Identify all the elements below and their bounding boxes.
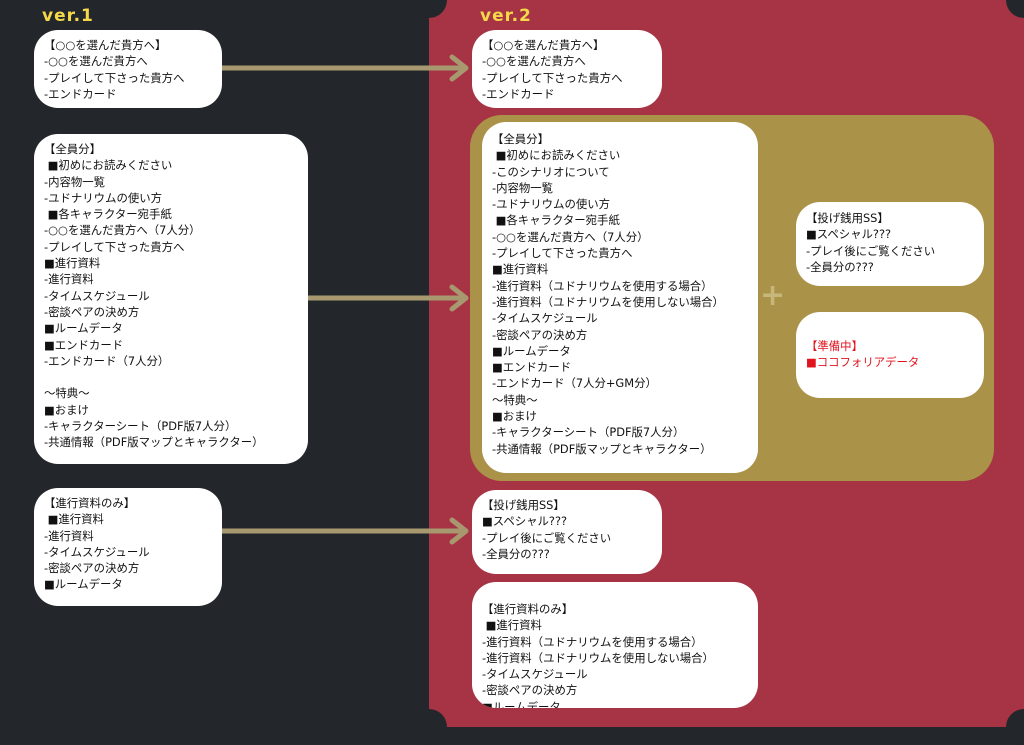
box-line: -キャラクターシート（PDF版7人分） [44, 419, 237, 434]
arrow-all-members [305, 284, 469, 312]
box-line: 【投げ銭用SS】 [482, 498, 565, 512]
ver1-all-members-box: 【全員分】 ■初めにお読みください-内容物一覧-ユドナリウムの使い方 ■各キャラ… [34, 134, 308, 464]
ver2-preparing-box: 【準備中】 ■ココフォリアデータ [796, 312, 984, 398]
box-line: -進行資料（ユドナリウムを使用しない場合） [492, 294, 724, 309]
box-line: -プレイして下さった貴方へ [492, 246, 633, 261]
panel-corner-notch [411, 0, 447, 18]
box-line: -プレイして下さった貴方へ [44, 70, 185, 85]
box-line: -タイムスケジュール [44, 288, 150, 303]
box-line: -○○を選んだ貴方へ [482, 54, 586, 69]
box-line: ■エンドカード [44, 337, 124, 352]
box-line: ■進行資料 [492, 262, 549, 277]
box-line: -進行資料（ユドナリウムを使用しない場合） [482, 650, 714, 665]
box-line [44, 369, 308, 385]
box-line: -プレイして下さった貴方へ [44, 239, 185, 254]
box-line: ■ルームデータ [44, 577, 123, 592]
box-line: -このシナリオについて [492, 164, 610, 179]
box-line: ■おまけ [492, 409, 537, 424]
ver2-progress-box: 【進行資料のみ】 ■進行資料-進行資料（ユドナリウムを使用する場合）-進行資料（… [472, 582, 758, 708]
box-line: ■スペシャル??? [482, 514, 568, 529]
ver2-title: ver.2 [480, 6, 532, 26]
box-line: -ユドナリウムの使い方 [44, 190, 163, 205]
box-line: -○○を選んだ貴方へ（7人分） [492, 229, 649, 244]
box-line: -内容物一覧 [44, 174, 106, 189]
box-line: 【○○を選んだ貴方へ】 [44, 38, 167, 52]
box-line: ■ルームデータ [44, 321, 123, 336]
box-line: -○○を選んだ貴方へ [44, 54, 148, 69]
box-line: -全員分の??? [806, 259, 874, 274]
box-line: -密談ペアの決め方 [482, 683, 578, 698]
box-line: -共通情報（PDF版マップとキャラクター） [44, 435, 264, 450]
arrow-progress [219, 517, 469, 545]
ver2-ss-side-box: 【投げ銭用SS】 ■スペシャル???-プレイ後にご覧ください-全員分の??? [796, 202, 984, 286]
box-line: 【全員分】 [492, 132, 549, 146]
ver2-chosen-box: 【○○を選んだ貴方へ】 -○○を選んだ貴方へ-プレイして下さった貴方へ-エンドカー… [472, 30, 662, 108]
box-line: -タイムスケジュール [482, 667, 588, 682]
box-line: -全員分の??? [482, 546, 550, 561]
box-line: ■各キャラクター宛手紙 [492, 213, 620, 228]
box-line: ■初めにお読みください [44, 158, 173, 173]
box-line: ■進行資料 [44, 256, 101, 271]
box-line: ■おまけ [44, 402, 89, 417]
box-line: ■初めにお読みください [492, 148, 621, 163]
box-line: -エンドカード [482, 86, 555, 101]
box-line: -プレイ後にご覧ください [482, 530, 612, 545]
ver1-chosen-box: 【○○を選んだ貴方へ】 -○○を選んだ貴方へ-プレイして下さった貴方へ-エンドカー… [34, 30, 222, 108]
box-line: -進行資料 [44, 272, 94, 287]
ver2-all-members-box: 【全員分】 ■初めにお読みください-このシナリオについて-内容物一覧 -ユドナリウ… [482, 122, 758, 473]
plus-sign: + [760, 278, 786, 313]
box-line: ■ココフォリアデータ [806, 355, 920, 370]
box-line: ■進行資料 [482, 618, 542, 633]
box-line: -プレイして下さった貴方へ [482, 70, 623, 85]
arrow-chosen [219, 54, 469, 82]
box-line: ■各キャラクター宛手紙 [44, 207, 172, 222]
box-line: -内容物一覧 [492, 180, 554, 195]
box-line: -エンドカード（7人分） [44, 353, 170, 368]
box-line: ～特典～ [492, 392, 538, 407]
box-line: ■スペシャル??? [806, 227, 892, 242]
box-line: ■ルームデータ [492, 343, 571, 358]
box-line: -進行資料（ユドナリウムを使用する場合） [492, 278, 713, 293]
box-line: 【○○を選んだ貴方へ】 [482, 38, 605, 52]
box-line: 【進行資料のみ】 [44, 496, 136, 510]
box-line: ■ルームデータ [482, 699, 561, 708]
box-line: -エンドカード（7人分+GM分） [492, 376, 657, 391]
box-line: -ユドナリウムの使い方 [492, 197, 611, 212]
box-line: 【進行資料のみ】 [482, 602, 574, 616]
box-line: -キャラクターシート（PDF版7人分） [492, 425, 685, 440]
box-line: -プレイ後にご覧ください [806, 243, 936, 258]
box-line: -密談ペアの決め方 [492, 327, 588, 342]
box-line: ～特典～ [44, 386, 90, 401]
arrows-layer [219, 54, 469, 545]
box-line: -進行資料（ユドナリウムを使用する場合） [482, 634, 703, 649]
ver1-title: ver.1 [42, 6, 94, 26]
box-line: 【全員分】 [44, 142, 101, 156]
box-line: -密談ペアの決め方 [44, 304, 140, 319]
box-line: -密談ペアの決め方 [44, 561, 140, 576]
box-line: ■エンドカード [492, 360, 572, 375]
box-line: 【準備中】 [806, 339, 863, 353]
box-line: -タイムスケジュール [492, 311, 598, 326]
ver1-progress-box: 【進行資料のみ】 ■進行資料-進行資料-タイムスケジュール -密談ペアの決め方■ル… [34, 488, 222, 606]
box-line: -タイムスケジュール [44, 544, 150, 559]
box-line: -○○を選んだ貴方へ（7人分） [44, 223, 201, 238]
box-line: ■進行資料 [44, 512, 104, 527]
box-line: -共通情報（PDF版マップとキャラクター） [492, 441, 712, 456]
box-line: 【投げ銭用SS】 [806, 211, 889, 225]
box-line: -エンドカード [44, 86, 117, 101]
box-line: -進行資料 [44, 528, 94, 543]
ver2-ss-box: 【投げ銭用SS】 ■スペシャル???-プレイ後にご覧ください-全員分の??? [472, 490, 662, 574]
